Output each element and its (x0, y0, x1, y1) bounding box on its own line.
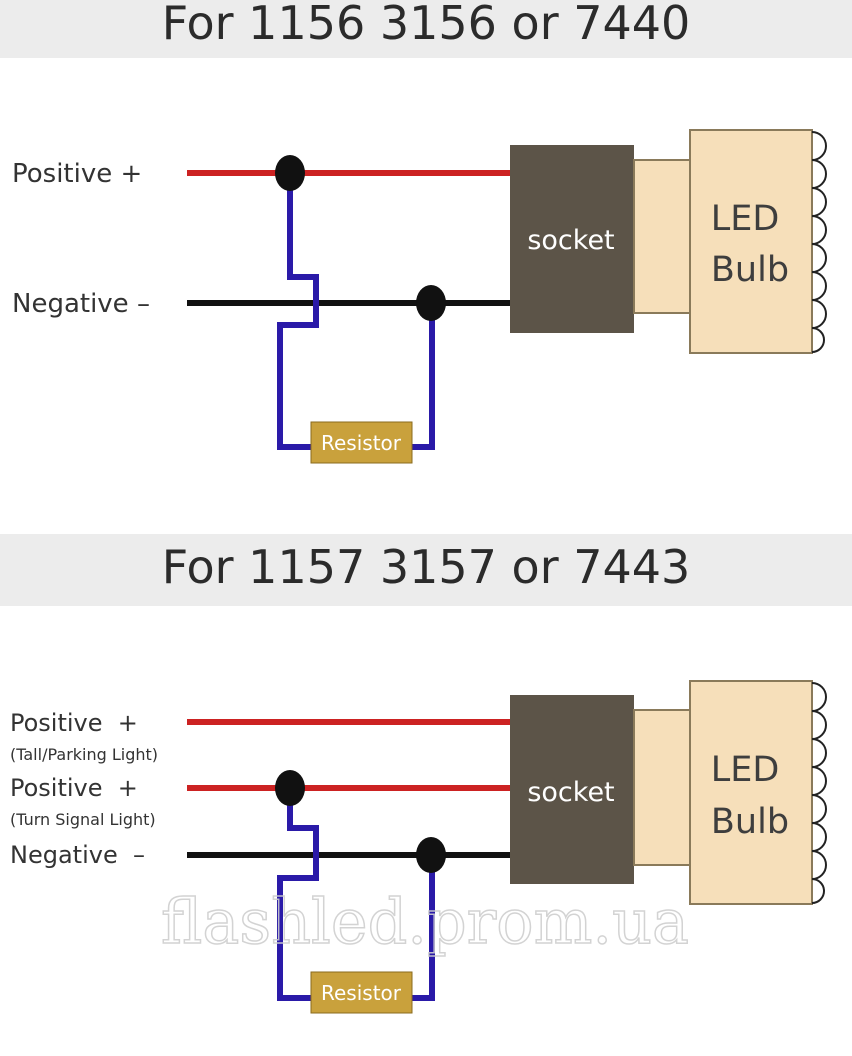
bulb-label-line1: LED (711, 750, 780, 790)
bulb-base (633, 159, 691, 314)
bulb-label-line1: LED (711, 199, 780, 239)
resistor-label: Resistor (321, 981, 402, 1005)
resistor-lead-negative (412, 303, 435, 450)
resistor (310, 971, 413, 1014)
led-chip-scallops (811, 131, 827, 353)
negative-label: Negative – (10, 841, 145, 869)
diagram-1: Resistor socket LED Bulb Positive + Nega… (12, 129, 827, 464)
title-band-1 (0, 0, 852, 58)
led-bulb (689, 680, 813, 905)
diagram-1-title: For 1156 3156 or 7440 (161, 0, 691, 50)
bulb-base (633, 709, 691, 866)
resistor-lead-positive (277, 173, 319, 450)
led-bulb (689, 129, 813, 354)
socket-label: socket (527, 225, 614, 256)
resistor-label: Resistor (321, 431, 402, 455)
resistor (310, 421, 413, 464)
bulb-label-line2: Bulb (711, 802, 789, 842)
watermark: flashled.prom.ua (161, 885, 689, 958)
socket (510, 695, 634, 884)
junction-dot-positive (275, 770, 305, 806)
positive-turn-label: Positive + (10, 774, 138, 802)
diagram-2-title: For 1157 3157 or 7443 (161, 540, 691, 594)
led-chip-scallops (811, 682, 827, 904)
resistor-lead-positive (277, 788, 319, 1001)
positive-tail-sublabel: (Tall/Parking Light) (10, 745, 158, 764)
diagram-2: Resistor socket LED Bulb Positive + (Tal… (10, 680, 827, 1014)
bulb-label-line2: Bulb (711, 250, 789, 290)
positive-label: Positive + (12, 159, 142, 189)
junction-dot-negative (416, 837, 446, 873)
title-band-2 (0, 534, 852, 606)
positive-tail-label: Positive + (10, 709, 138, 737)
negative-label: Negative – (12, 289, 150, 319)
resistor-lead-negative (412, 855, 435, 1001)
socket (510, 145, 634, 333)
positive-turn-sublabel: (Turn Signal Light) (10, 810, 156, 829)
junction-dot-positive (275, 155, 305, 191)
junction-dot-negative (416, 285, 446, 321)
socket-label: socket (527, 777, 614, 808)
